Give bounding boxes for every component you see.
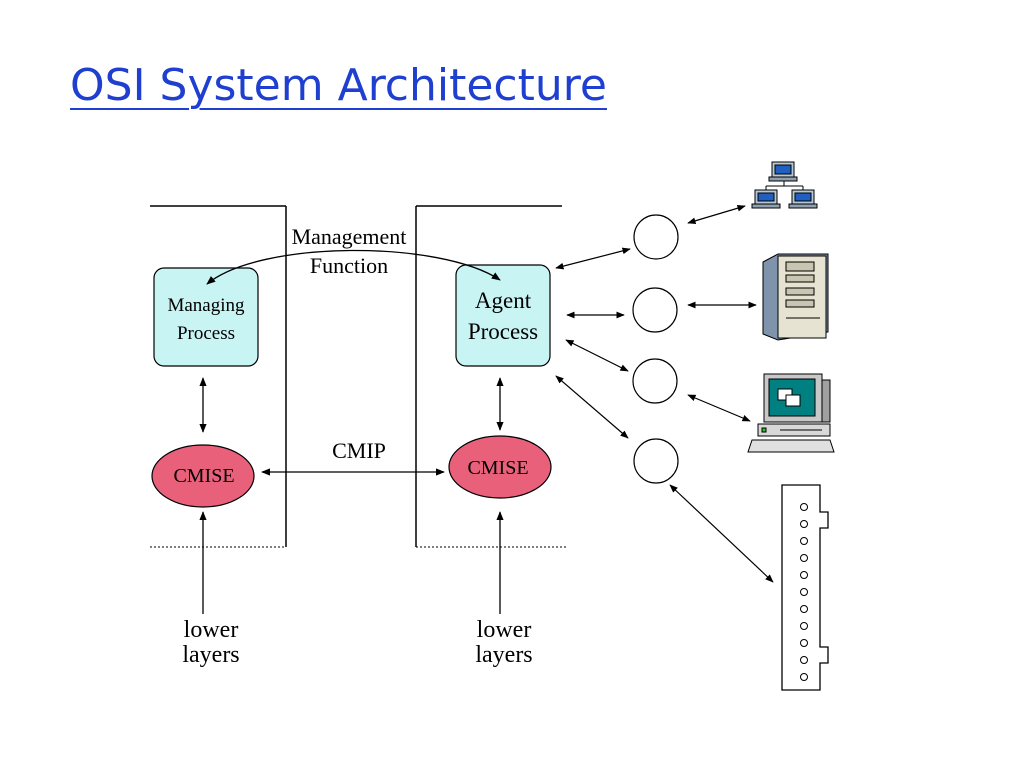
management-function-arrow <box>206 249 501 285</box>
management-function-label-1: Management <box>292 224 407 249</box>
managed-object-circle-2 <box>632 287 678 333</box>
cmise-left-label: CMISE <box>173 465 234 487</box>
managing-process-box <box>153 267 259 367</box>
lower-layers-left-label-2: layers <box>182 642 239 668</box>
managed-object-circle-4 <box>633 438 679 484</box>
server-tower-icon <box>762 253 829 341</box>
object-resource-arrow-4 <box>669 484 774 583</box>
agent-process-label-2: Process <box>468 319 538 344</box>
lower-layers-left-label-1: lower <box>184 617 239 643</box>
managed-object-circle-3 <box>632 358 678 404</box>
patch-panel-icon <box>781 484 829 691</box>
managing-system-frame <box>150 205 287 548</box>
management-function-label-2: Function <box>310 253 388 278</box>
lower-layers-right-label-2: layers <box>475 642 532 668</box>
desktop-computer-icon <box>747 373 835 453</box>
cmip-label: CMIP <box>332 438 386 463</box>
cmise-left-ellipse <box>151 444 255 508</box>
agent-process-box <box>455 264 551 367</box>
agent-object-arrow-1 <box>555 247 631 270</box>
page-title: OSI System Architecture <box>70 60 607 111</box>
object-resource-arrow-3 <box>687 394 751 422</box>
managing-process-label-1: Managing <box>167 295 245 316</box>
lower-layers-right-label-1: lower <box>477 617 532 643</box>
agent-system-frame <box>415 205 566 548</box>
managing-process-label-2: Process <box>177 323 235 344</box>
cmise-right-ellipse <box>448 435 552 499</box>
agent-process-label-1: Agent <box>475 288 532 313</box>
managed-object-circle-1 <box>633 214 679 260</box>
network-icon <box>751 161 818 209</box>
agent-object-arrow-4 <box>555 375 629 439</box>
agent-object-arrow-3 <box>565 339 629 372</box>
object-resource-arrow-1 <box>687 204 746 225</box>
cmise-right-label: CMISE <box>467 457 528 479</box>
